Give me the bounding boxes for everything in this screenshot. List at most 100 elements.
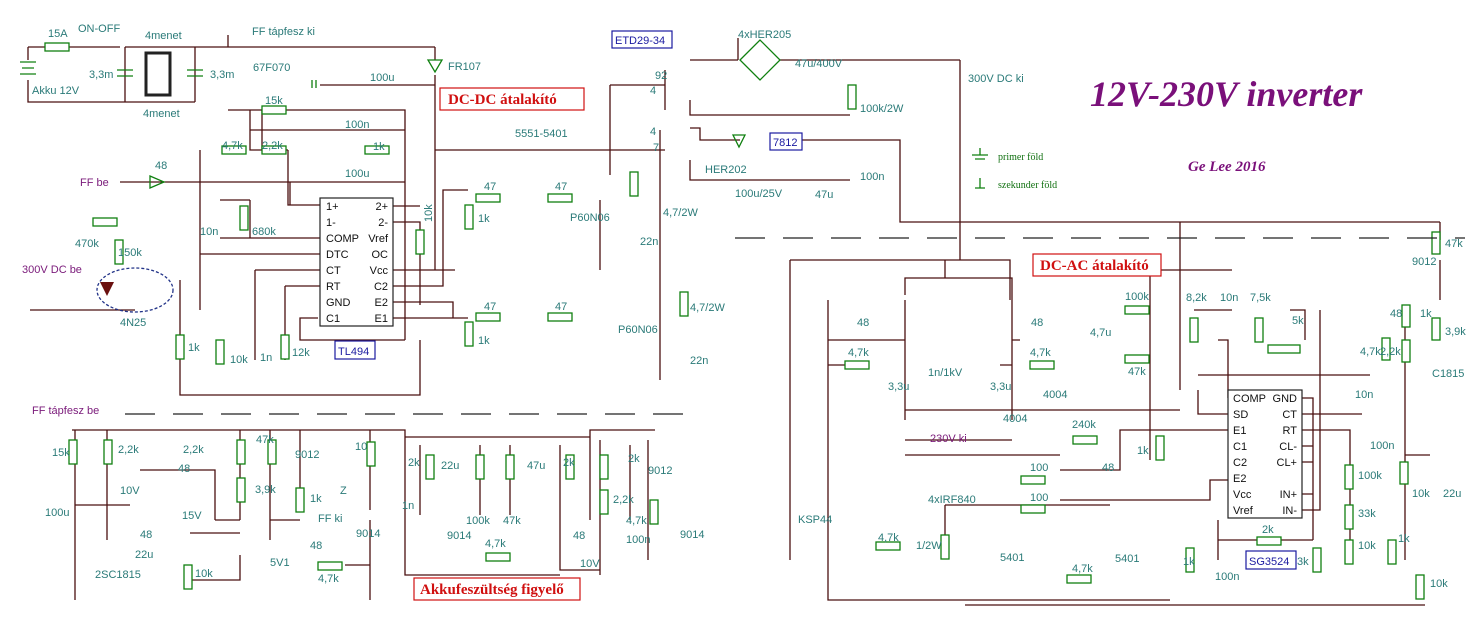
svg-text:9014: 9014 xyxy=(680,529,704,541)
svg-text:KSP44: KSP44 xyxy=(798,514,832,526)
tl494-pins-right: 2+ 2- Vref OC Vcc C2 E2 E1 xyxy=(368,201,389,325)
svg-text:FF ki: FF ki xyxy=(318,513,342,525)
svg-text:4004: 4004 xyxy=(1003,413,1027,425)
svg-text:1n/1kV: 1n/1kV xyxy=(928,367,963,379)
svg-text:100k: 100k xyxy=(1358,470,1382,482)
svg-text:10: 10 xyxy=(355,441,367,453)
svg-text:4,7k: 4,7k xyxy=(1030,347,1051,359)
input-labels: 15A ON-OFF 4menet 4menet 3,3m 3,3m Akku … xyxy=(32,23,234,120)
svg-text:7,5k: 7,5k xyxy=(1250,292,1271,304)
svg-text:4,7k: 4,7k xyxy=(222,140,243,152)
svg-text:3,3m: 3,3m xyxy=(210,69,234,81)
svg-text:4,7/2W: 4,7/2W xyxy=(663,207,698,219)
svg-text:100n: 100n xyxy=(1215,571,1239,583)
svg-text:FF tápfesz ki: FF tápfesz ki xyxy=(252,26,315,38)
svg-text:47u/400V: 47u/400V xyxy=(795,58,843,70)
svg-text:2,2k: 2,2k xyxy=(613,494,634,506)
svg-text:22u: 22u xyxy=(135,549,153,561)
svg-text:4,7k: 4,7k xyxy=(318,573,339,585)
svg-text:10k: 10k xyxy=(1412,488,1430,500)
svg-text:47: 47 xyxy=(484,301,496,313)
svg-text:3,3m: 3,3m xyxy=(89,69,113,81)
svg-text:33k: 33k xyxy=(1358,508,1376,520)
svg-text:2,2k: 2,2k xyxy=(1380,346,1401,358)
svg-text:4,7k: 4,7k xyxy=(485,538,506,550)
svg-text:680k: 680k xyxy=(252,226,276,238)
svg-text:4xIRF840: 4xIRF840 xyxy=(928,494,976,506)
svg-text:48: 48 xyxy=(857,317,869,329)
svg-text:RT: RT xyxy=(326,281,341,293)
secondary-labels: 4xHER205 92 4 4 47u/400V 100k/2W 7 HER20… xyxy=(650,29,904,201)
sg3524-pins-right: GND CT RT CL- CL+ IN+ IN- xyxy=(1273,393,1298,517)
svg-text:4,7k: 4,7k xyxy=(1360,346,1381,358)
svg-text:100u/25V: 100u/25V xyxy=(735,188,783,200)
svg-text:1k: 1k xyxy=(1420,308,1432,320)
svg-text:RT: RT xyxy=(1283,425,1298,437)
svg-text:C2: C2 xyxy=(1233,457,1247,469)
svg-text:ON-OFF: ON-OFF xyxy=(78,23,120,35)
svg-text:9012: 9012 xyxy=(648,465,672,477)
monitor-labels: 15k 2,2k 10V 100u 2SC1815 48 22u 10k 48 … xyxy=(45,434,704,585)
legend-primary-ground: primer föld xyxy=(998,152,1043,163)
svg-text:P60N06: P60N06 xyxy=(570,212,610,224)
svg-text:92: 92 xyxy=(655,70,667,82)
svg-text:10k: 10k xyxy=(230,354,248,366)
svg-text:47: 47 xyxy=(555,181,567,193)
svg-text:CL-: CL- xyxy=(1279,441,1297,453)
svg-text:47k: 47k xyxy=(1445,238,1463,250)
svg-text:2SC1815: 2SC1815 xyxy=(95,569,141,581)
svg-text:1n: 1n xyxy=(402,500,414,512)
svg-text:1k: 1k xyxy=(188,342,200,354)
svg-text:22n: 22n xyxy=(690,355,708,367)
svg-text:P60N06: P60N06 xyxy=(618,324,658,336)
svg-text:5k: 5k xyxy=(1292,315,1304,327)
svg-text:47k: 47k xyxy=(256,434,274,446)
svg-text:48: 48 xyxy=(1102,462,1114,474)
svg-text:48: 48 xyxy=(1031,317,1043,329)
svg-text:SD: SD xyxy=(1233,409,1248,421)
svg-text:47: 47 xyxy=(484,181,496,193)
svg-text:E1: E1 xyxy=(1233,425,1246,437)
svg-text:4,7k: 4,7k xyxy=(878,532,899,544)
svg-text:1-: 1- xyxy=(326,217,336,229)
svg-text:240k: 240k xyxy=(1072,419,1096,431)
svg-text:47k: 47k xyxy=(1128,366,1146,378)
svg-text:150k: 150k xyxy=(118,247,142,259)
svg-text:230V ki: 230V ki xyxy=(930,433,967,445)
svg-text:1k: 1k xyxy=(478,335,490,347)
svg-text:48: 48 xyxy=(140,529,152,541)
svg-text:2+: 2+ xyxy=(375,201,388,213)
svg-text:100u: 100u xyxy=(370,72,394,84)
svg-text:10n: 10n xyxy=(200,226,218,238)
wires xyxy=(27,35,1441,606)
svg-text:4menet: 4menet xyxy=(143,108,180,120)
svg-text:4: 4 xyxy=(650,85,656,97)
svg-text:10n: 10n xyxy=(1220,292,1238,304)
svg-text:10k: 10k xyxy=(1430,578,1448,590)
svg-text:FF be: FF be xyxy=(80,177,109,189)
svg-text:COMP: COMP xyxy=(326,233,359,245)
svg-text:Vcc: Vcc xyxy=(370,265,389,277)
svg-text:Vref: Vref xyxy=(1233,505,1254,517)
svg-text:4N25: 4N25 xyxy=(120,317,146,329)
svg-text:1k: 1k xyxy=(1137,445,1149,457)
svg-text:4,7/2W: 4,7/2W xyxy=(690,302,725,314)
svg-text:1n: 1n xyxy=(260,352,272,364)
svg-text:10V: 10V xyxy=(580,558,600,570)
svg-text:47: 47 xyxy=(555,301,567,313)
svg-text:7: 7 xyxy=(653,142,659,154)
section-dcdc: DC-DC átalakító xyxy=(448,92,557,108)
svg-text:100k: 100k xyxy=(1125,291,1149,303)
svg-text:22n: 22n xyxy=(640,236,658,248)
signal-labels: FF tápfesz ki FF be 300V DC be 300V DC k… xyxy=(22,26,1024,525)
svg-text:IN+: IN+ xyxy=(1280,489,1297,501)
sg3524-ic xyxy=(1227,389,1303,519)
svg-text:2-: 2- xyxy=(378,217,388,229)
svg-text:OC: OC xyxy=(372,249,389,261)
dcdc-labels: FR107 67F070 15k 100u 100n 4,7k 2,2k 1k … xyxy=(75,61,725,367)
svg-text:4,7k: 4,7k xyxy=(626,515,647,527)
svg-text:15A: 15A xyxy=(48,28,68,40)
svg-text:5401: 5401 xyxy=(1115,553,1139,565)
svg-text:COMP: COMP xyxy=(1233,393,1266,405)
svg-text:48: 48 xyxy=(573,530,585,542)
